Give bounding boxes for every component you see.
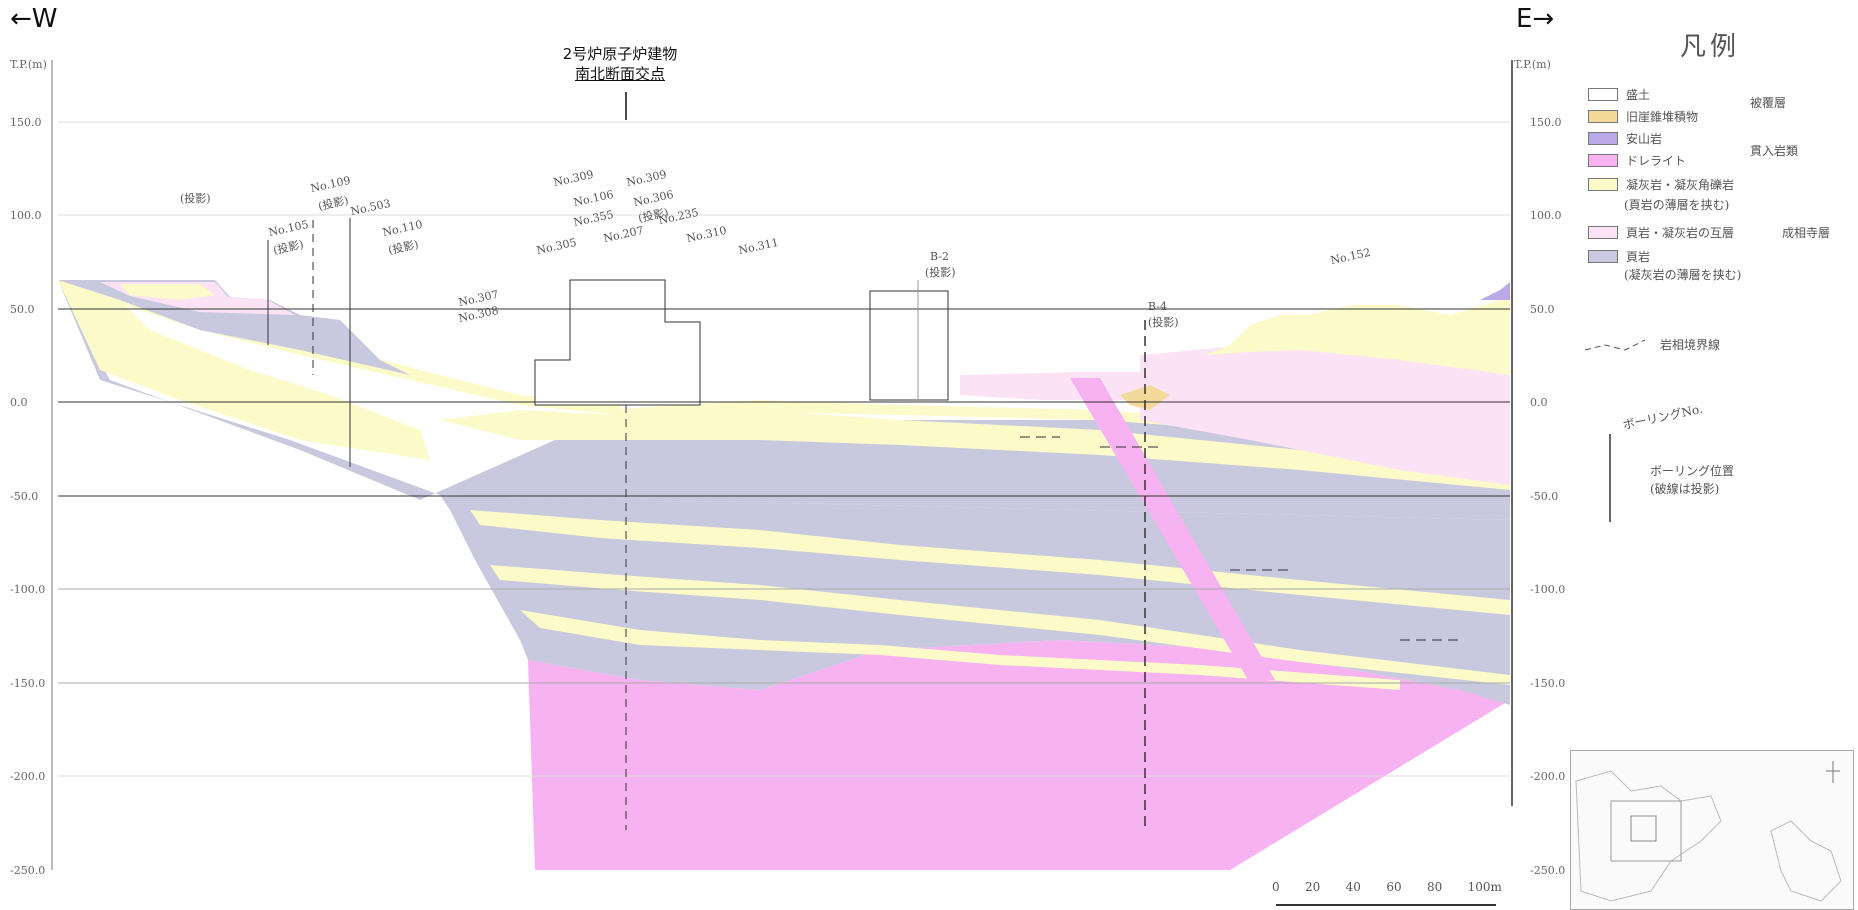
legend-label: 頁岩 <box>1626 249 1651 264</box>
west-direction-label: ←W <box>10 4 58 34</box>
left-axis-unit: T.P.(m) <box>10 58 47 71</box>
legend-rock-boundary: 岩相境界線 <box>1660 338 1721 352</box>
shale-west-upper <box>58 280 410 375</box>
scale-label: 0 <box>1272 880 1280 894</box>
legend-label: ドレライト <box>1626 153 1687 168</box>
right-tick: -250.0 <box>1530 864 1566 877</box>
legend-swatch <box>1588 249 1618 263</box>
left-tick: -150.0 <box>10 677 46 690</box>
left-tick: 150.0 <box>10 116 42 129</box>
left-tick: 50.0 <box>10 303 35 316</box>
legend-shale-sub: (凝灰岩の薄層を挟む) <box>1624 268 1742 282</box>
scale-label: 20 <box>1305 880 1321 894</box>
scale-label: 40 <box>1345 880 1361 894</box>
tuff-band-centre-1 <box>440 410 1510 490</box>
legend-label: 盛土 <box>1626 87 1651 102</box>
boring-label-b2: B-2 <box>930 250 950 263</box>
legend-item-alternation: 頁岩・凝灰岩の互層 <box>1588 224 1734 240</box>
legend-rock-boundary-line <box>1584 339 1646 351</box>
left-tick: -200.0 <box>10 770 46 783</box>
right-tick: 150.0 <box>1530 116 1562 129</box>
building-title-main: 2号炉原子炉建物 <box>562 45 678 63</box>
andesite-east-cap <box>1480 282 1510 300</box>
right-tick: 100.0 <box>1530 209 1562 222</box>
right-tick: -200.0 <box>1530 770 1566 783</box>
key-map-drawing <box>1575 761 1842 902</box>
legend-title: 凡例 <box>1680 32 1741 62</box>
building-block-main <box>534 279 701 406</box>
key-map-coastline-east <box>1770 820 1842 902</box>
tuff-band-centre-5 <box>600 400 1510 450</box>
east-direction-label: E→ <box>1516 4 1555 34</box>
legend-label: 旧崖錐堆積物 <box>1626 109 1699 124</box>
legend-swatch <box>1588 177 1618 191</box>
left-tick: 100.0 <box>10 209 42 222</box>
dolerite-base <box>528 640 1510 870</box>
projection-label: (投影) <box>1148 316 1179 329</box>
left-tick: 0.0 <box>10 396 28 409</box>
legend-group-intrusive: 貫入岩類 <box>1750 144 1799 158</box>
scale-label: 60 <box>1386 880 1402 894</box>
legend-swatch <box>1588 153 1618 167</box>
legend-item-tuff: 凝灰岩・凝灰角礫岩 <box>1588 176 1734 192</box>
left-tick: -50.0 <box>10 490 39 503</box>
right-tick: -100.0 <box>1530 583 1566 596</box>
legend-swatch <box>1588 87 1618 101</box>
key-map <box>1570 750 1854 910</box>
tuff-wedge-west <box>58 280 430 460</box>
alternation-east <box>1140 345 1510 485</box>
right-tick: -50.0 <box>1530 490 1559 503</box>
shale-lower-mass <box>440 495 1510 705</box>
left-tick: -250.0 <box>10 864 46 877</box>
dolerite-dike <box>1070 378 1275 680</box>
scale-label: 100m <box>1467 880 1502 894</box>
legend-swatch <box>1588 225 1618 239</box>
legend-item-shale: 頁岩 <box>1588 248 1650 264</box>
building-title-sub: 南北断面交点 <box>574 65 665 83</box>
deposit-east <box>1120 385 1170 410</box>
legend-label: 安山岩 <box>1626 131 1663 146</box>
legend-group-cover: 被覆層 <box>1750 96 1787 110</box>
distance-scale: 0 20 40 60 80 100m <box>1272 880 1502 894</box>
boring-label-b4: B-4 <box>1148 300 1168 313</box>
left-tick: -100.0 <box>10 583 46 596</box>
right-tick: 50.0 <box>1530 303 1555 316</box>
legend-group-formation: 成相寺層 <box>1782 226 1831 240</box>
key-map-building <box>1630 815 1657 842</box>
legend-item-fill: 盛土 <box>1588 86 1650 102</box>
legend-swatch <box>1588 109 1618 123</box>
legend-item-andesite: 安山岩 <box>1588 130 1662 146</box>
building-block-b2 <box>869 290 949 401</box>
legend-item-deposit: 旧崖錐堆積物 <box>1588 108 1698 124</box>
tuff-east-hill <box>1205 290 1510 375</box>
legend-boring-position-sub: (破線は投影) <box>1650 482 1720 496</box>
key-map-site <box>1610 800 1682 862</box>
legend-boring-position: ボーリング位置 <box>1650 464 1735 478</box>
tuff-band-centre-4 <box>520 610 1400 690</box>
legend-label: 頁岩・凝灰岩の互層 <box>1626 225 1735 240</box>
right-tick: 0.0 <box>1530 396 1548 409</box>
key-map-coastline <box>1575 770 1722 902</box>
projection-label: (投影) <box>925 266 956 279</box>
tuff-west-top <box>120 284 215 300</box>
right-tick: -150.0 <box>1530 677 1566 690</box>
right-axis-unit: T.P.(m) <box>1514 58 1551 71</box>
legend-item-dolerite: ドレライト <box>1588 152 1686 168</box>
legend-swatch <box>1588 131 1618 145</box>
building-title: 2号炉原子炉建物 南北断面交点 <box>520 44 720 84</box>
legend-label: 凝灰岩・凝灰角礫岩 <box>1626 177 1735 192</box>
legend-tuff-sub: (頁岩の薄層を挟む) <box>1624 198 1730 212</box>
scale-label: 80 <box>1426 880 1443 894</box>
projection-label: (投影) <box>180 192 211 205</box>
